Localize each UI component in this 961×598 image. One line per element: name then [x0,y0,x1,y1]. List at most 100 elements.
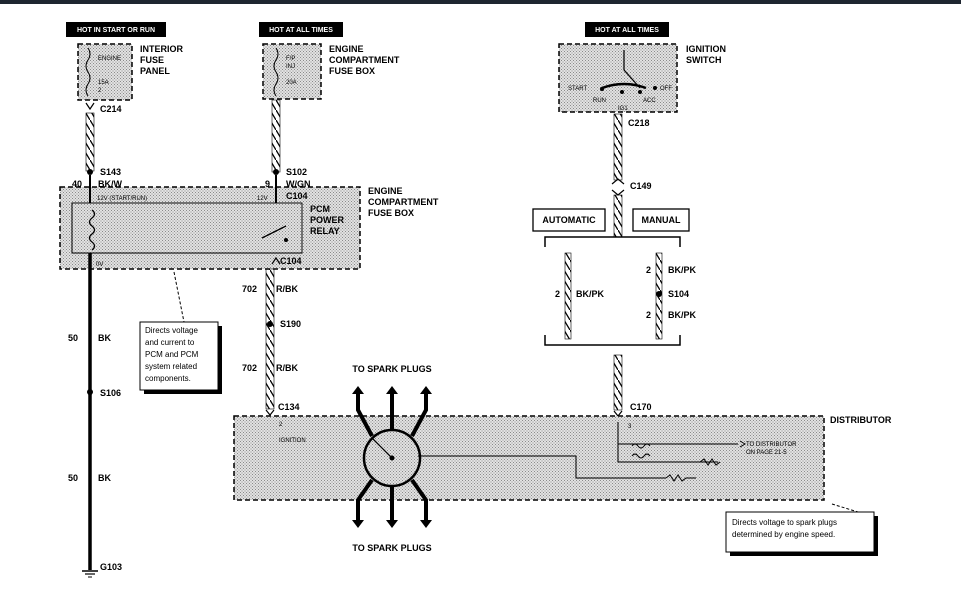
relay-label-2: POWER [310,215,345,225]
distributor-note-box [725,511,875,553]
left-circuit-color: BK/W [98,179,122,189]
relay-0v: 0V [96,262,103,268]
header-hot-all-times-2-bg [585,22,669,37]
spark-plugs-bottom-label: TO SPARK PLUGS [352,543,431,553]
right-wire-lower [613,354,623,411]
right-wire-middle [613,194,623,238]
distributor-pin-c134: 2 [279,422,283,428]
engine-fuse-box-top-title-3: FUSE BOX [329,66,375,76]
relay-box-title-2: COMPARTMENT [368,197,439,207]
s190-splice-icon [267,321,273,327]
middle-wire-wgn [271,99,281,173]
pcm-note-line-2: and current to [145,338,195,347]
manual-label: MANUAL [642,215,681,225]
ignition-contact-off [653,86,657,90]
distributor-rotor-hub [389,455,395,461]
c134-connector-icon [265,409,275,416]
middle-wire2-circuit: 702 [242,363,257,373]
spark-lead-bottom-1 [356,478,374,522]
relay-switch-arm [261,225,287,239]
interior-fuse-num: 2 [98,88,102,94]
c170-label: C170 [630,402,652,412]
ignition-pos-start: START [568,86,587,92]
left-wire2-color: BK [98,333,111,343]
s190-label: S190 [280,319,301,329]
c104-top-label: C104 [286,191,308,201]
left-wire2-circuit: 50 [68,333,78,343]
header-hot-start-run-bg [66,22,166,37]
middle-wire2-color: R/BK [276,363,298,373]
left-wire-bkw [85,112,95,172]
c214-label: C214 [100,104,122,114]
ignition-pos-acc: ACC [643,98,656,104]
interior-fuse-panel-box [77,43,133,101]
s106-splice-icon [87,389,93,395]
manual-box [632,208,690,232]
c214-connector-icon [85,102,95,111]
distributor-pin-c170: 3 [628,424,632,430]
s102-label: S102 [286,167,307,177]
option-bracket-bottom [544,335,681,346]
ignition-pos-ig1: IG1 [618,106,628,112]
left-wire3-circuit: 50 [68,473,78,483]
ignition-contact-acc [638,90,642,94]
auto-wire-color: BK/PK [576,289,605,299]
fuse-20a-icon [273,47,279,97]
ignition-pos-run: RUN [593,98,606,104]
header-hot-all-times-1-bg [259,22,343,37]
spark-plug-leads-bottom [356,478,428,522]
distributor-note-line-2: determined by engine speed. [732,530,835,539]
relay-label-1: PCM [310,204,330,214]
c104-bottom-label: C104 [280,256,302,266]
to-distributor-1: TO DISTRIBUTOR [746,442,797,448]
pcm-power-relay-box [71,202,303,254]
middle-circuit-color: W/GN [286,179,311,189]
middle-wire-rbk [265,268,275,410]
s102-splice-icon [273,169,279,175]
left-wire3-color: BK [98,473,111,483]
man-wire2-color: BK/PK [668,310,697,320]
g103-label: G103 [100,562,122,572]
distributor-coil-icon [631,443,651,459]
relay-12v-start-run: 12V (START/RUN) [97,196,147,202]
pcm-note-shadow [218,326,222,394]
man-wire2-number: 2 [646,310,651,320]
header-hot-all-times-2: HOT AT ALL TIMES [595,27,659,34]
distributor-title: DISTRIBUTOR [830,415,892,425]
spark-arrows-up-icon [352,386,432,394]
distributor-note-shadow [874,516,878,556]
pcm-note-shadow-bottom [144,390,222,394]
option-bracket-top [544,236,681,247]
ignition-contact-start [600,87,604,91]
c218-label: C218 [628,118,650,128]
ignition-switch-title-2: SWITCH [686,55,722,65]
spark-lead-bottom-3 [410,478,428,522]
distributor-resistor2-icon [665,474,696,482]
spark-lead-top-3 [410,392,428,437]
c134-label: C134 [278,402,300,412]
distributor-box [233,415,825,501]
s106-label: S106 [100,388,121,398]
engine-fuse-box-relay [59,186,361,270]
pcm-note-line-4: system related [145,362,197,371]
interior-fuse-rating: 15A [98,80,109,86]
to-distributor-2: ON PAGE 21-5 [746,450,787,456]
relay-coil-icon [88,209,96,251]
relay-box-title-3: FUSE BOX [368,208,414,218]
auto-wire-number: 2 [555,289,560,299]
automatic-wire [564,252,572,340]
ignition-contact-run [620,90,624,94]
c149-connector-icon [611,178,625,196]
automatic-label: AUTOMATIC [542,215,596,225]
pcm-note-pointer [140,271,185,323]
pcm-note-line-5: components. [145,374,191,383]
header-hot-start-run: HOT IN START OR RUN [77,27,155,34]
engine-fuse-box-top [262,43,322,100]
s104-label: S104 [668,289,689,299]
s104-splice-icon [656,291,662,297]
distributor-internal-wiring [617,422,746,463]
right-wire-upper [613,113,623,181]
distributor-note-pointer [831,503,874,513]
spark-lead-top-1 [356,392,374,437]
